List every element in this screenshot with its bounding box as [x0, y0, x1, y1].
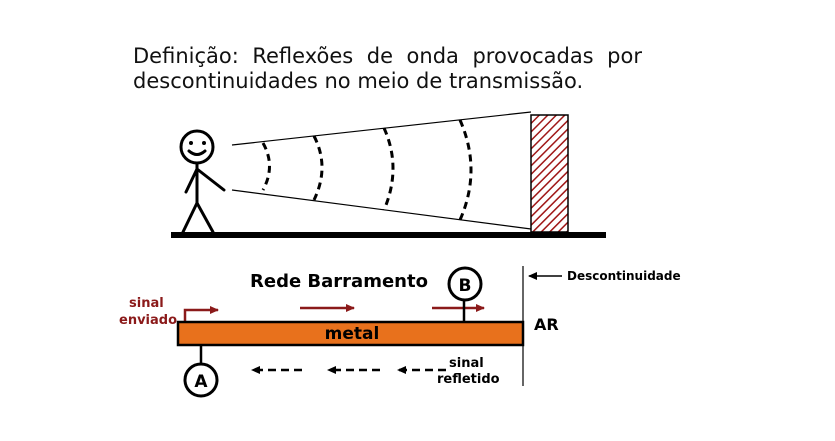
node-b-label: B	[459, 276, 472, 296]
reflected-signal-label-line1: sinal	[449, 356, 484, 371]
air-label: AR	[534, 315, 559, 334]
wavefronts	[261, 119, 473, 221]
node-b	[447, 266, 483, 302]
stick-figure	[179, 129, 226, 234]
wall-discontinuity	[530, 114, 569, 233]
metal-label: metal	[325, 324, 380, 344]
definition-text: Definição: Reflexões de onda provocadas …	[133, 44, 642, 93]
discontinuity-label: Descontinuidade	[567, 269, 681, 283]
ground-line	[171, 232, 606, 238]
sent-signal-label-line1: sinal	[129, 296, 164, 311]
bus-title: Rede Barramento	[250, 271, 428, 292]
reflected-signal-label-line2: refletido	[437, 372, 500, 387]
sent-signal-label-line2: enviado	[119, 313, 177, 328]
node-a	[183, 362, 219, 398]
wave-cone	[231, 111, 532, 230]
node-a-label: A	[194, 372, 208, 392]
